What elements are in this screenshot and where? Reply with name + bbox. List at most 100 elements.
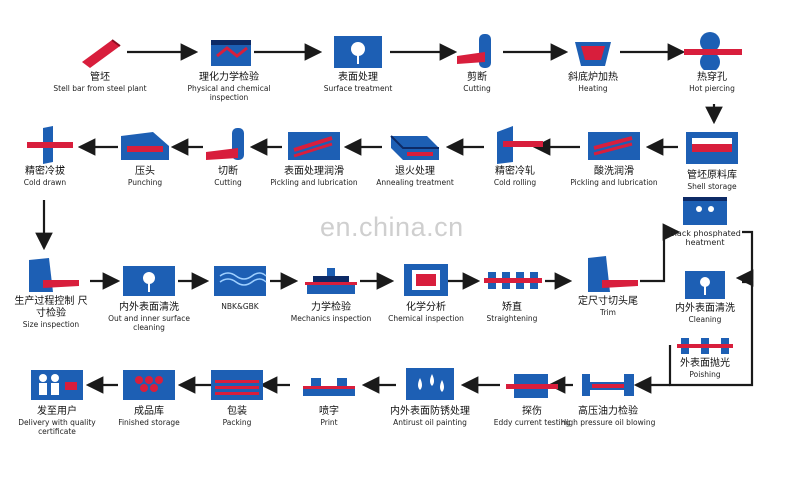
step-en-label: NBK&GBK xyxy=(221,302,259,311)
annealing-furnace-icon xyxy=(383,126,447,164)
oil-blowing-icon xyxy=(576,366,640,404)
step-en-label: Cold rolling xyxy=(493,178,537,187)
step-en-label: Cold drawn xyxy=(23,178,67,187)
step-cn-label: 包装 xyxy=(227,406,247,417)
step-en-label: Hot piercing xyxy=(689,84,735,93)
step-cn-label: 探伤 xyxy=(522,406,542,417)
step-en-label: Pickling and lubrication xyxy=(270,178,358,187)
step-en-label: Size inspection xyxy=(22,320,80,329)
step-en-label: Trim xyxy=(600,308,616,317)
step-antirust-oil: 内外表面防锈处理 Antirust oil painting xyxy=(375,366,485,427)
step-cleaning: 内外表面清洗 Cleaning xyxy=(655,271,755,324)
step-cn-label: 表面处理 xyxy=(338,72,378,83)
step-trim: 定尺寸切头尾 Trim xyxy=(553,256,663,317)
step-en-label: Pickling and lubrication xyxy=(570,178,658,187)
step-en-label: Black phosphated heatment xyxy=(669,229,741,247)
step-en-label: Packing xyxy=(222,418,252,427)
step-en-label: Heating xyxy=(578,84,608,93)
customers-icon xyxy=(25,366,89,404)
cutter-icon xyxy=(445,32,509,70)
cold-rolling-icon xyxy=(483,126,547,164)
step-cn-label: 外表面抛光 xyxy=(680,358,730,369)
step-heating: 斜底炉加热 Heating xyxy=(538,32,648,93)
step-cn-label: 发至用户 xyxy=(37,406,77,417)
step-en-label: Chemical inspection xyxy=(388,314,464,323)
step-cn-label: 理化力学检验 xyxy=(199,72,259,83)
step-cn-label: 定尺寸切头尾 xyxy=(578,296,638,307)
lubrication-tank-icon xyxy=(282,126,346,164)
step-en-label: Out and inner surface cleaning xyxy=(108,314,190,332)
punching-press-icon xyxy=(113,126,177,164)
step-en-label: High pressure oil blowing xyxy=(560,418,656,427)
step-cn-label: 退火处理 xyxy=(395,166,435,177)
arrow-21 xyxy=(640,223,681,283)
step-steel-bar: 管坯 Stell bar from steel plant xyxy=(45,32,155,93)
step-en-label: Mechanics inspection xyxy=(290,314,372,323)
step-cutting-1: 剪断 Cutting xyxy=(422,32,532,93)
step-oil-blowing: 高压油力检验 High pressure oil blowing xyxy=(553,366,663,427)
step-cn-label: 矫直 xyxy=(502,302,522,313)
step-cn-label: 表面处理润滑 xyxy=(284,166,344,177)
step-cn-label: 酸洗润滑 xyxy=(594,166,634,177)
step-cold-drawn: 精密冷拔 Cold drawn xyxy=(0,126,100,187)
straightening-rolls-icon xyxy=(480,262,544,300)
polishing-rolls-icon xyxy=(673,336,737,356)
step-cn-label: 力学检验 xyxy=(311,302,351,313)
oil-drops-icon xyxy=(398,366,462,404)
heat-treatment-icon xyxy=(208,262,272,300)
step-en-label: Cutting xyxy=(463,84,491,93)
arrow-23 xyxy=(668,280,754,387)
step-en-label: Eddy current testing xyxy=(493,418,571,427)
step-packing: 包装 Packing xyxy=(182,366,292,427)
step-surface-treatment: 表面处理 Surface treatment xyxy=(303,32,413,93)
phosphating-tank-icon xyxy=(673,197,737,227)
watermark: en.china.cn xyxy=(320,212,464,242)
step-chemical-inspection: 化学分析 Chemical inspection xyxy=(371,262,481,323)
step-en-label: Print xyxy=(320,418,338,427)
step-en-label: Surface treatment xyxy=(323,84,393,93)
chemical-monitor-icon xyxy=(394,262,458,300)
inspection-box-icon xyxy=(197,32,261,70)
step-size-inspection: 生产过程控制 尺寸检验 Size inspection xyxy=(0,256,106,329)
piercing-rolls-icon xyxy=(680,32,744,72)
step-physical-chemical: 理化力学检验 Physical and chemical inspection xyxy=(174,32,284,102)
step-en-label: Finished storage xyxy=(118,418,180,427)
step-shell-storage: 管坯原料库 Shell storage xyxy=(657,124,767,191)
step-nbk-gbk: NBK&GBK xyxy=(185,262,295,311)
cutter-icon xyxy=(196,126,260,164)
step-cold-rolling: 精密冷轧 Cold rolling xyxy=(460,126,570,187)
step-straightening: 矫直 Straightening xyxy=(457,262,567,323)
step-cn-label: 生产过程控制 尺寸检验 xyxy=(14,296,88,319)
storage-bin-icon xyxy=(680,124,744,168)
step-polishing: 外表面抛光 Poishing xyxy=(655,336,755,379)
step-cn-label: 高压油力检验 xyxy=(578,406,638,417)
step-cn-label: 斜底炉加热 xyxy=(568,72,618,83)
step-en-label: Annealing treatment xyxy=(376,178,454,187)
step-delivery: 发至用户 Delivery with quality certificate xyxy=(2,366,112,436)
step-en-label: Delivery with quality certificate xyxy=(18,418,96,436)
step-hot-piercing: 热穿孔 Hot piercing xyxy=(657,32,767,93)
trim-machine-icon xyxy=(576,256,640,294)
step-cn-label: 管坯 xyxy=(90,72,110,83)
step-en-label: Antirust oil painting xyxy=(393,418,467,427)
step-en-label: Shell storage xyxy=(687,182,737,191)
step-cn-label: 内外表面防锈处理 xyxy=(390,406,470,417)
steel-bar-icon xyxy=(68,32,132,70)
arrow-22 xyxy=(735,230,754,287)
step-cn-label: 化学分析 xyxy=(406,302,446,313)
step-cn-label: 剪断 xyxy=(467,72,487,83)
mechanics-test-icon xyxy=(299,262,363,300)
cleaning-box-icon xyxy=(673,271,737,301)
step-print: 喷字 Print xyxy=(274,366,384,427)
size-inspection-icon xyxy=(19,256,83,294)
step-cn-label: 内外表面清洗 xyxy=(675,303,735,314)
step-punching: 压头 Punching xyxy=(90,126,200,187)
step-out-inner-cleaning-1: 内外表面清洗 Out and inner surface cleaning xyxy=(94,262,204,332)
step-cutting-2: 切断 Cutting xyxy=(173,126,283,187)
step-eddy-current: 探伤 Eddy current testing xyxy=(477,366,587,427)
print-machine-icon xyxy=(297,366,361,404)
cleaning-box-icon xyxy=(117,262,181,300)
step-cn-label: 热穿孔 xyxy=(697,72,727,83)
